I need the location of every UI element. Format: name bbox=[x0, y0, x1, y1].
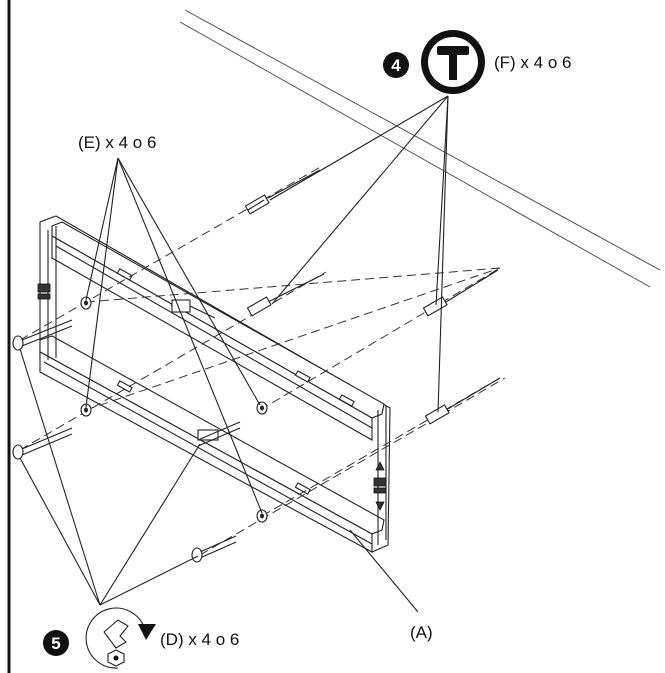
anchor-f-mid-right bbox=[422, 269, 499, 317]
step-4-badge: 4 bbox=[383, 52, 409, 78]
spacer-e-3 bbox=[256, 401, 268, 415]
leader-lines-e bbox=[85, 157, 263, 514]
label-f: (F) x 4 o 6 bbox=[494, 53, 571, 72]
bolt-d-lower-left bbox=[12, 427, 73, 460]
label-a: (A) bbox=[410, 623, 433, 642]
leader-line-a bbox=[349, 529, 419, 613]
bolt-d-center bbox=[197, 421, 241, 447]
wall-edge bbox=[179, 9, 661, 288]
bolt-d-upper-left bbox=[12, 319, 73, 351]
svg-text:5: 5 bbox=[51, 634, 60, 653]
spacer-e-2 bbox=[80, 403, 92, 417]
anchor-f-top-left bbox=[244, 169, 321, 215]
label-e: (E) x 4 o 6 bbox=[78, 133, 156, 152]
anchor-f-low-right bbox=[424, 377, 501, 425]
label-d: (D) x 4 o 6 bbox=[160, 630, 239, 649]
spacer-e-1 bbox=[80, 296, 92, 310]
leader-lines-d bbox=[19, 348, 201, 606]
mounting-plate-a bbox=[37, 215, 391, 553]
svg-text:4: 4 bbox=[391, 56, 401, 75]
spacer-e-4 bbox=[256, 509, 268, 523]
step-5-badge: 5 bbox=[43, 630, 69, 656]
wrench-tighten-icon bbox=[85, 607, 156, 669]
anchor-f-mid-left bbox=[246, 273, 325, 317]
leader-lines-f bbox=[269, 95, 449, 413]
bolt-d-bottom bbox=[191, 535, 237, 563]
alignment-lines bbox=[19, 165, 506, 556]
hammer-icon bbox=[421, 30, 485, 94]
